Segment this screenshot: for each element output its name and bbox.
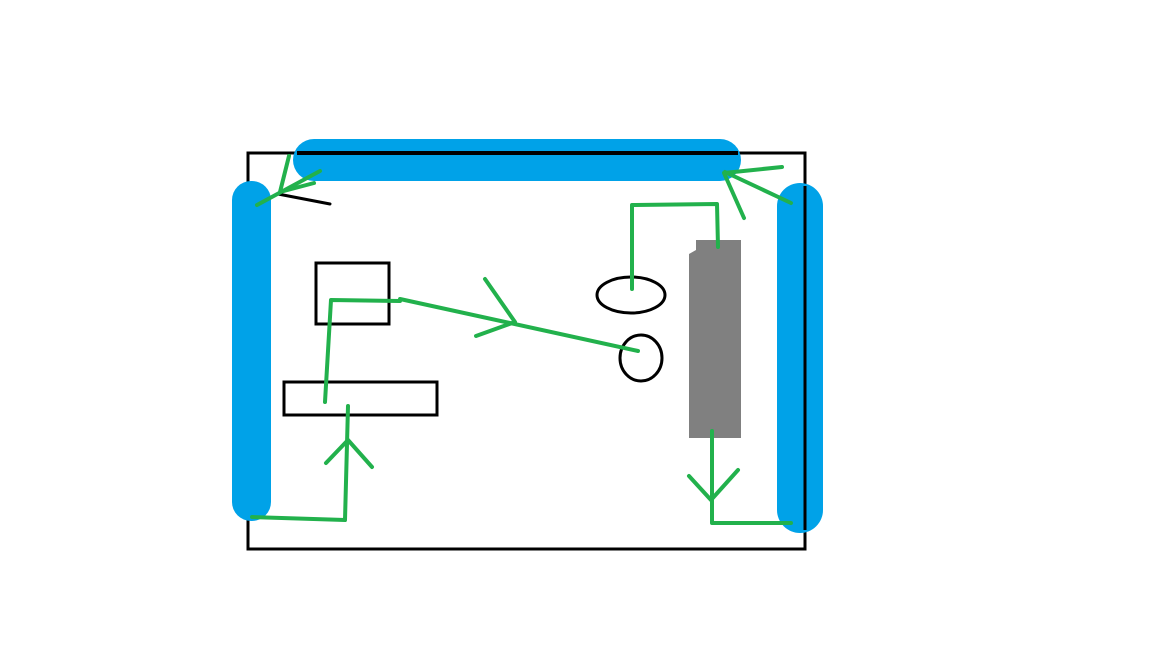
flow-arrow-top-left: [278, 154, 316, 194]
flow-arrow-up-bottom-left: [324, 438, 374, 469]
left-wall-band: [232, 181, 271, 521]
gray-vertical-block: [689, 240, 741, 438]
flow-segment-right-wall-to-top: [723, 170, 793, 205]
flow-segment-rect-to-square: [323, 298, 402, 404]
flow-segment-bottom-left: [250, 404, 350, 522]
flow-arrow-down-right: [687, 468, 740, 502]
circle: [618, 333, 664, 383]
top-wall-band: [293, 139, 741, 181]
right-wall-band: [777, 183, 823, 533]
flow-segment-block-to-right-wall: [710, 429, 793, 525]
flow-segment-square-to-circle: [398, 297, 640, 353]
flow-segment-ellipse-to-block: [630, 202, 720, 291]
flow-path: [250, 154, 793, 525]
small-square: [314, 261, 391, 326]
flow-arrow-middle: [474, 277, 517, 338]
stray-black-stroke: [276, 192, 332, 206]
wide-rectangle: [282, 380, 439, 417]
flow-arrow-top-right: [722, 165, 784, 220]
